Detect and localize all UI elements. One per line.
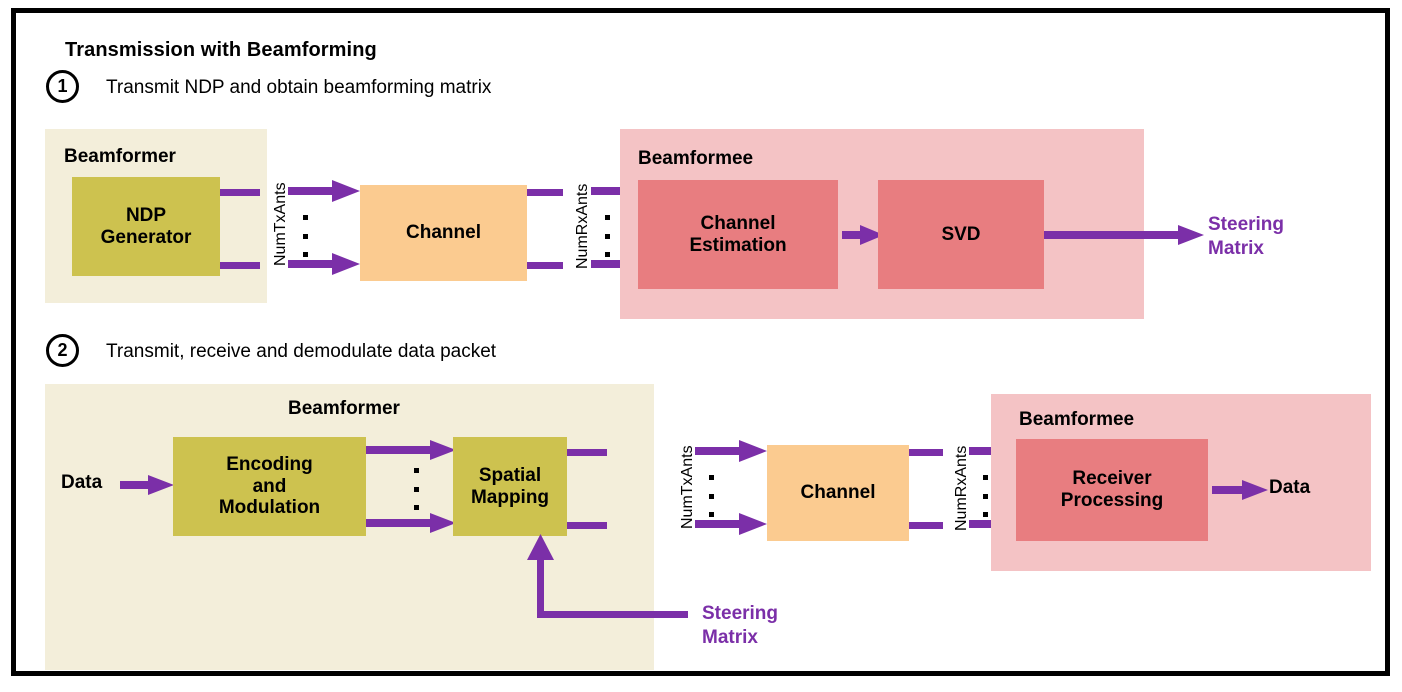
steering-matrix-line-2: Matrix [1208, 237, 1264, 259]
step-number-circle: 2 [46, 334, 79, 367]
wire-channel-bottom-row2 [909, 522, 943, 529]
row1-beamformee-label: Beamformee [638, 148, 754, 169]
arrow-encoding-bottom [366, 512, 456, 534]
row1-block-channel: Channel [360, 185, 527, 281]
arrow-encoding-top [366, 439, 456, 461]
row2-data-output-label: Data [1269, 477, 1311, 498]
steering-matrix-line-1: Steering [702, 603, 779, 624]
block-line-3: Modulation [218, 497, 321, 519]
step-1-caption: Transmit NDP and obtain beamforming matr… [106, 77, 492, 98]
row1-tx-ellipsis [302, 215, 308, 257]
arrow-feedback-to-spatial-mapping [527, 534, 554, 564]
wire-spatial-top [567, 449, 607, 456]
row2-encoding-ellipsis [413, 468, 419, 510]
block-encoding-modulation: Encoding and Modulation [173, 437, 366, 536]
row1-steering-matrix-output: Steering Matrix [1208, 213, 1284, 261]
wire-ndp-top [220, 189, 260, 196]
row1-beamformer-label: Beamformer [64, 146, 176, 167]
block-ndp-generator: NDP Generator [72, 177, 220, 276]
block-line-1: Channel [406, 222, 481, 244]
arrow-estimation-to-svd [842, 224, 884, 246]
block-svd: SVD [878, 180, 1044, 289]
step-2-caption: Transmit, receive and demodulate data pa… [106, 341, 497, 362]
step-number: 2 [57, 340, 68, 360]
step-2-marker: 2 [46, 334, 79, 367]
wire-channel-top-row2 [909, 449, 943, 456]
feedback-wire-horizontal [537, 611, 688, 618]
row2-beamformer-label: Beamformer [288, 398, 400, 419]
row1-numrxants-label: NumRxAnts [574, 183, 591, 269]
row2-steering-matrix-feedback: Steering Matrix [702, 602, 778, 650]
row2-tx-ellipsis [708, 475, 714, 517]
block-line-1: Encoding [226, 453, 313, 475]
figure-border: Transmission with Beamforming 1 Transmit… [11, 8, 1390, 676]
row2-block-channel: Channel [767, 445, 909, 541]
block-channel-estimation: Channel Estimation [638, 180, 838, 289]
arrow-tx-top-row2 [695, 439, 769, 463]
step-number-circle: 1 [46, 70, 79, 103]
feedback-wire-vertical [537, 556, 544, 614]
arrow-tx-bottom-row1 [288, 252, 362, 276]
block-line-1: NDP [125, 204, 167, 226]
arrow-receiver-to-data [1212, 479, 1268, 501]
row1-rx-ellipsis [604, 215, 610, 257]
block-spatial-mapping: Spatial Mapping [453, 437, 567, 536]
arrow-data-to-encoding [120, 474, 174, 496]
arrow-tx-top-row1 [288, 179, 362, 203]
step-1-marker: 1 [46, 70, 79, 103]
wire-channel-bottom-row1 [527, 262, 563, 269]
wire-spatial-bottom [567, 522, 607, 529]
steering-matrix-line-1: Steering [1208, 214, 1285, 235]
row2-rx-ellipsis [982, 475, 988, 517]
block-line-2: and [252, 475, 287, 497]
block-line-1: Channel [700, 212, 776, 234]
arrow-tx-bottom-row2 [695, 512, 769, 536]
block-line-1: SVD [941, 223, 981, 245]
block-line-1: Receiver [1072, 468, 1152, 490]
block-line-1: Spatial [478, 464, 542, 486]
row2-data-input-label: Data [61, 472, 103, 493]
block-line-2: Generator [100, 226, 192, 248]
row2-beamformee-label: Beamformee [1019, 409, 1135, 430]
wire-channel-top-row1 [527, 189, 563, 196]
step-number: 1 [57, 76, 68, 96]
page-title: Transmission with Beamforming [65, 39, 377, 61]
wire-ndp-bottom [220, 262, 260, 269]
block-line-2: Processing [1060, 490, 1164, 511]
block-line-2: Estimation [689, 234, 787, 256]
steering-matrix-line-2: Matrix [702, 626, 758, 648]
block-receiver-processing: Receiver Processing [1016, 439, 1208, 541]
arrow-svd-to-steering-matrix [1044, 224, 1204, 246]
block-line-2: Mapping [470, 486, 550, 508]
block-line-1: Channel [800, 482, 876, 504]
